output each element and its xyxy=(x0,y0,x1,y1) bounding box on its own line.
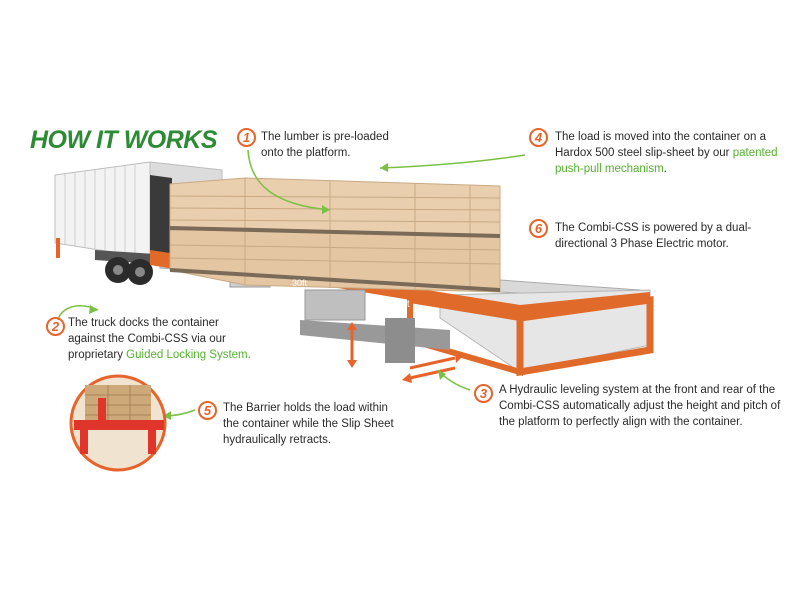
step-6-line-2: directional 3 Phase Electric motor. xyxy=(555,238,729,250)
step-2-text: The truck docks the container against th… xyxy=(68,315,251,363)
step-1-line-2: onto the platform. xyxy=(261,147,351,159)
step-5-text: The Barrier holds the load within the co… xyxy=(223,400,394,448)
step-6-text: The Combi-CSS is powered by a dual- dire… xyxy=(555,220,751,252)
step-6-line-1: The Combi-CSS is powered by a dual- xyxy=(555,222,752,234)
page-title: HOW IT WORKS xyxy=(30,126,218,154)
step-2-number: 2 xyxy=(46,317,65,336)
connector-arrowheads xyxy=(89,163,446,420)
step-4-number: 4 xyxy=(529,128,548,147)
step-4-line-1: The load is moved into the container on … xyxy=(555,131,766,143)
step-2-line-1: The truck docks the container xyxy=(68,317,219,329)
step-3-line-1: A Hydraulic leveling system at the front… xyxy=(499,384,776,396)
step-4-line-3-end: . xyxy=(663,163,667,175)
step-4-line-3: push-pull mechanism. xyxy=(555,161,777,177)
step-4-mechanism-link[interactable]: push-pull mechanism xyxy=(555,163,664,175)
step-2-line-3-text: proprietary xyxy=(68,349,127,361)
lumber-stack xyxy=(169,177,501,293)
step-1-number: 1 xyxy=(237,128,256,147)
step-2-line-3: proprietary Guided Locking System. xyxy=(68,347,251,363)
step-4-text: The load is moved into the container on … xyxy=(555,129,777,177)
step-1-text: The lumber is pre-loaded onto the platfo… xyxy=(261,129,389,161)
barrier-photo-inset xyxy=(69,374,167,472)
step-3-line-3: the platform to perfectly align with the… xyxy=(499,416,743,428)
step-3-number: 3 xyxy=(474,384,493,403)
step-5-number: 5 xyxy=(198,401,217,420)
platform-mark-30: 30ft xyxy=(292,278,308,288)
step-5-line-2: the container while the Slip Sheet xyxy=(223,418,394,430)
hydraulic-arrows xyxy=(347,322,462,383)
step-6-number: 6 xyxy=(529,219,548,238)
platform-mark-40: 40ft xyxy=(393,299,410,310)
step-4-line-2-text: Hardox 500 steel slip-sheet by our xyxy=(555,147,733,159)
step-2-guided-locking-link[interactable]: Guided Locking System. xyxy=(126,349,251,361)
step-1-line-1: The lumber is pre-loaded xyxy=(261,131,389,143)
step-3-line-2: Combi-CSS automatically adjust the heigh… xyxy=(499,400,781,412)
step-4-patented-link[interactable]: patented xyxy=(732,147,778,159)
step-4-line-2: Hardox 500 steel slip-sheet by our paten… xyxy=(555,145,777,161)
step-3-text: A Hydraulic leveling system at the front… xyxy=(499,382,780,430)
step-5-line-3: hydraulically retracts. xyxy=(223,434,332,446)
step-2-line-2: against the Combi-CSS via our xyxy=(68,333,226,345)
step-5-line-1: The Barrier holds the load within xyxy=(223,402,388,414)
